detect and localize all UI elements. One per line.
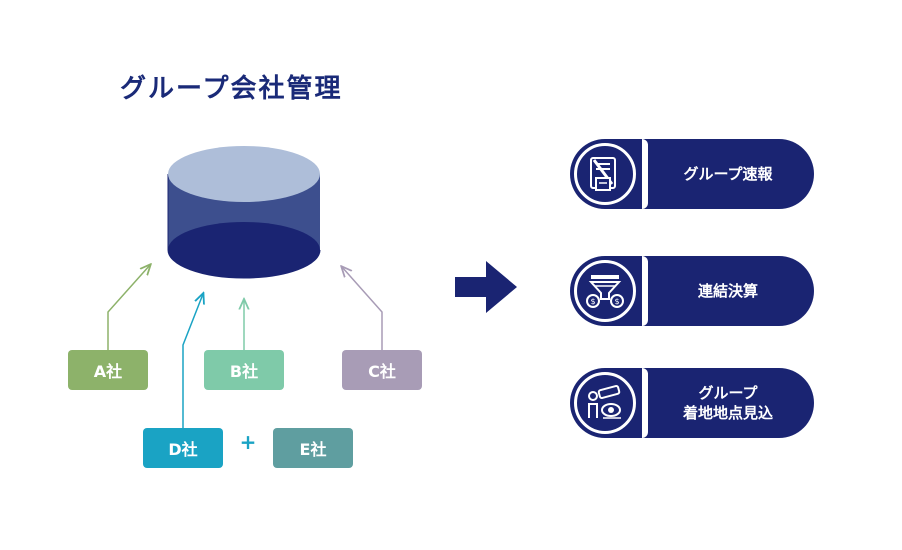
- connector-c: [342, 267, 383, 350]
- report-document-icon: [574, 143, 636, 205]
- flow-arrow-icon: [455, 261, 517, 313]
- output-consolidated-settlement: $ $ 連結決算: [570, 256, 814, 326]
- connector-d: [182, 294, 203, 428]
- output-label: グループ速報: [652, 139, 804, 209]
- forecast-telescope-icon: [574, 372, 636, 434]
- company-a-badge: A社: [68, 350, 148, 390]
- pill-divider: [642, 368, 648, 438]
- connector-a: [107, 265, 150, 350]
- pill-divider: [642, 139, 648, 209]
- company-b-badge: B社: [204, 350, 284, 390]
- output-label: 連結決算: [652, 256, 804, 326]
- output-label: グループ 着地地点見込: [652, 368, 804, 438]
- company-d-badge: D社: [143, 428, 223, 468]
- funnel-money-icon: $ $: [574, 260, 636, 322]
- output-label-line1: グループ速報: [683, 165, 773, 183]
- output-label-line1: グループ: [698, 384, 758, 402]
- output-label-line2: 着地地点見込: [682, 404, 773, 422]
- company-e-badge: E社: [273, 428, 353, 468]
- company-c-badge: C社: [342, 350, 422, 390]
- output-group-report: グループ速報: [570, 139, 814, 209]
- output-label-line1: 連結決算: [697, 282, 758, 300]
- svg-text:$: $: [614, 297, 619, 306]
- pill-divider: [642, 256, 648, 326]
- diagram-title: グループ会社管理: [120, 74, 343, 104]
- output-group-forecast: グループ 着地地点見込: [570, 368, 814, 438]
- plus-symbol: +: [239, 430, 257, 454]
- svg-text:$: $: [590, 297, 595, 306]
- database-cylinder-icon: [167, 146, 321, 279]
